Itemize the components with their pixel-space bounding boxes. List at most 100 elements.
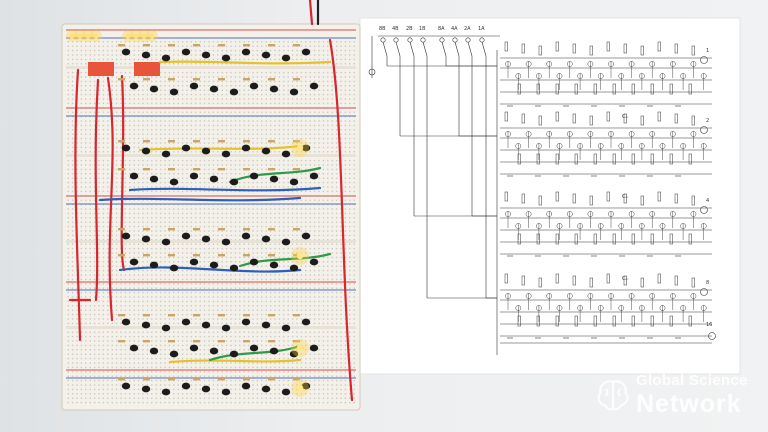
transistor — [149, 347, 159, 355]
transistor — [269, 175, 279, 183]
transistor — [209, 347, 219, 355]
adder-stage: 4 Cᵢₙ — [500, 191, 712, 257]
schem-resistor — [521, 43, 525, 54]
transistor — [181, 382, 191, 390]
resistor — [168, 140, 175, 143]
hole-grid — [66, 40, 356, 406]
jumper-wire — [158, 60, 332, 65]
schem-resistor — [631, 83, 635, 95]
resistor — [218, 378, 225, 381]
resistor — [243, 340, 250, 343]
schem-resistor — [623, 275, 627, 286]
schem-resistor — [650, 315, 654, 327]
schem-resistor — [555, 273, 559, 284]
transistor — [129, 82, 139, 90]
transistor — [221, 150, 231, 158]
schem-resistor — [574, 153, 578, 165]
dip-switch — [88, 62, 114, 76]
resistor — [218, 78, 225, 81]
schem-resistor — [606, 41, 610, 52]
schem-resistor — [669, 233, 673, 245]
resistor — [143, 78, 150, 81]
switch-lever — [467, 41, 473, 57]
transistor — [221, 54, 231, 62]
transistor — [189, 344, 199, 352]
transistor — [309, 258, 319, 266]
schem-resistor — [688, 153, 692, 165]
schem-resistor — [631, 233, 635, 245]
schem-resistor — [640, 277, 644, 288]
transistor — [249, 172, 259, 180]
transistor — [229, 350, 239, 358]
jumper-wire — [238, 252, 332, 268]
schem-resistor — [589, 195, 593, 206]
schem-resistor — [650, 153, 654, 165]
jumper-wire — [328, 38, 354, 402]
resistor — [118, 378, 125, 381]
jumper-wire — [138, 144, 302, 152]
resistor — [143, 378, 150, 381]
schem-resistor — [572, 113, 576, 124]
transistor — [189, 82, 199, 90]
led-bulb — [141, 33, 147, 39]
schem-resistor — [612, 233, 616, 245]
center-channel — [66, 326, 356, 329]
transistor — [289, 350, 299, 358]
schem-resistor — [669, 83, 673, 95]
transistor — [261, 321, 271, 329]
schem-resistor — [517, 315, 521, 327]
resistor — [218, 254, 225, 257]
transistor — [229, 264, 239, 272]
transistor — [129, 258, 139, 266]
schem-resistor — [574, 315, 578, 327]
transistor — [281, 54, 291, 62]
transistor — [149, 261, 159, 269]
transistor — [201, 51, 211, 59]
resistor — [143, 340, 150, 343]
led-bulb — [133, 33, 139, 39]
transistor — [201, 235, 211, 243]
stage-label: 1 — [706, 48, 709, 54]
stage-label: 4 — [706, 198, 709, 204]
resistor — [193, 254, 200, 257]
transistor — [241, 382, 251, 390]
jumper-wire — [128, 186, 322, 192]
switch-lever — [409, 41, 415, 57]
resistor — [268, 254, 275, 257]
transistor — [221, 388, 231, 396]
transistor — [121, 144, 131, 152]
input-label: 2B — [406, 26, 413, 32]
resistor — [268, 340, 275, 343]
schem-resistor — [669, 153, 673, 165]
transistor — [161, 324, 171, 332]
resistor — [193, 44, 200, 47]
resistor — [268, 228, 275, 231]
transistor — [269, 347, 279, 355]
transistor — [249, 82, 259, 90]
cin-label: Cᵢₙ — [622, 194, 628, 200]
transistor — [301, 48, 311, 56]
schem-resistor — [593, 83, 597, 95]
resistor — [143, 228, 150, 231]
schem-resistor — [657, 41, 661, 52]
transistor — [209, 175, 219, 183]
center-channel — [66, 66, 356, 69]
input-label: 8B — [379, 26, 386, 32]
transistor — [181, 48, 191, 56]
input-label: 2A — [464, 26, 471, 32]
transistor — [121, 232, 131, 240]
input-label: 1A — [478, 26, 485, 32]
transistor — [281, 388, 291, 396]
transistor — [301, 144, 311, 152]
resistor — [118, 314, 125, 317]
resistor — [143, 168, 150, 171]
schem-resistor — [623, 193, 627, 204]
cin-label: Cᵢₙ — [622, 114, 628, 120]
resistor — [293, 314, 300, 317]
transistor — [181, 232, 191, 240]
resistor — [243, 168, 250, 171]
output-led — [296, 344, 304, 352]
resistor — [193, 140, 200, 143]
